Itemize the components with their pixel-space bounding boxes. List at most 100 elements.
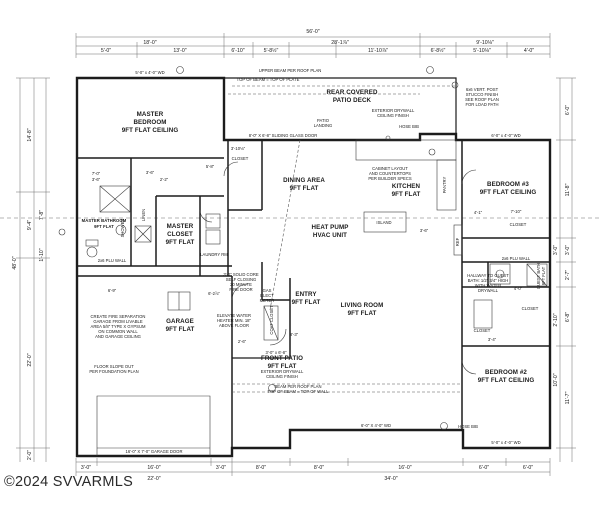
dim-right-seg-6: 11'-7": [565, 391, 571, 404]
dim-right-sub-3: 10'-0": [553, 373, 559, 386]
height-marker-7: 4'-1": [474, 210, 483, 215]
dim-bottom-seg-1: 22'-0": [147, 476, 160, 482]
dim-top-sub-6: 6'-8½": [431, 47, 446, 54]
hallway-note-2: BATH: 1/2" 3/4" HIGH: [468, 278, 509, 283]
window-living-note: 6'-0" X 4'-0" WD: [361, 423, 391, 428]
cabinet-note-2: AND COUNTERTOPS: [369, 171, 411, 176]
gas-meter-note-3: METER: [260, 298, 275, 303]
hose-bib-note-1: HOSE BIB: [399, 124, 419, 129]
closet-label-3: CLOSET: [522, 306, 539, 311]
entry-title: ENTRY: [295, 291, 317, 298]
garage-fire-note-4: ON COMMON WALL: [98, 329, 138, 334]
floor-slope-note-1: FLOOR SLOPE OUT: [94, 364, 134, 369]
garage-door-note: 16'-0" X 7'-0" GARAGE DOOR: [126, 449, 183, 454]
height-marker-3: 2'-2": [160, 177, 169, 182]
master-bedroom-subtitle: BEDROOM: [133, 119, 166, 126]
dim-top-sub-8: 4'-0": [524, 48, 534, 54]
top-plate-note: TOP OF BEAM = TOP OF PLATE: [237, 77, 300, 82]
island-label: ISLAND: [376, 220, 391, 225]
garage-fire-note-5: AND GARAGE CEILING: [95, 334, 141, 339]
dim-right-seg-1: 6'-0": [565, 105, 571, 115]
hallway-note-3: WITH WATER: [475, 283, 502, 288]
height-marker-14: 2'-6": [238, 339, 247, 344]
height-marker-6: 3'-10⅛": [231, 146, 246, 151]
front-patio-title: FRONT PATIO: [261, 355, 303, 362]
solid-core-note-1: 3'-0" SOLID CORE: [223, 272, 259, 277]
height-marker-5: 5'-8": [206, 164, 215, 169]
dim-top-sub-5: 11'-10⅞": [368, 48, 388, 54]
dim-top-sub-4: 5'-8½": [264, 47, 279, 54]
height-marker-10: 3'-4": [488, 337, 497, 342]
kitchen-ceiling: 9FT FLAT: [392, 191, 421, 198]
entry-ceiling: 9FT FLAT: [292, 299, 321, 306]
water-heater-note-1: ELEVATE WATER: [217, 313, 251, 318]
hallway-note-1: HALLWAY TO GUEST: [467, 273, 509, 278]
dim-left-seg-4: 2'-0": [27, 450, 33, 460]
garage-fire-note-2: GARAGE FROM LIVABLE: [93, 319, 142, 324]
dimension-labels: 56'-0" 18'-0" 28'-1⅞" 9'-10⅛" 5'-0" 13'-…: [12, 29, 571, 482]
dim-top-sub-3: 6'-10": [231, 48, 244, 54]
dim-top-seg-1: 18'-0": [143, 40, 156, 46]
patio-landing-note-1: PATIO: [317, 118, 330, 123]
height-marker-12: 6'-2⅞": [208, 291, 220, 296]
master-bath-ceiling: 9FT FLAT: [94, 224, 114, 229]
floor-slope-note-2: PER FOUNDATION PLAN: [89, 369, 138, 374]
coat-closet-label: COAT CLOSET: [269, 305, 274, 335]
dim-bottom-sub-2: 16'-0": [147, 465, 160, 471]
dim-top-seg-2: 28'-1⅞": [331, 40, 349, 46]
height-marker-8: 7'-10": [511, 209, 522, 214]
ref-label: REF: [455, 237, 460, 246]
rear-patio-title: REAR COVERED: [326, 89, 377, 96]
dim-left-total: 48'-0": [12, 256, 18, 269]
post-note-3: SEE ROOF PLAN: [465, 97, 499, 102]
dim-left-seg-2: 9'-4": [27, 220, 33, 230]
dimension-lines: [0, 33, 600, 476]
dim-left-sub-2: 1'-10": [39, 248, 45, 261]
dim-bottom-sub-5: 8'-0": [314, 465, 324, 471]
bedroom2-ceiling: 9FT FLAT CEILING: [478, 377, 535, 384]
dim-bottom-sub-4: 8'-0": [256, 465, 266, 471]
dim-bottom-sub-6: 16'-0": [398, 465, 411, 471]
exterior-drywall-note-2: CEILING FINISH: [377, 113, 409, 118]
copyright-watermark: ©2024 SVVARMLS: [4, 474, 134, 490]
garage-ceiling: 9FT FLAT: [166, 326, 195, 333]
dim-right-seg-4: 2'-7": [565, 270, 571, 280]
window-mb-note: 5'-0" x 4'-0" WD: [135, 70, 164, 75]
dim-left-sub-1: 7'-8": [39, 210, 45, 220]
gas-meter-note-2: ELECT: [260, 293, 274, 298]
dim-left-seg-1: 14'-8": [27, 128, 33, 141]
dim-bottom-seg-2: 34'-0": [384, 476, 397, 482]
water-heater-note-3: ABOVE FLOOR: [219, 323, 249, 328]
garage-fire-note-3: AREA 5/8" TYPE X GYPSUM: [91, 324, 146, 329]
height-marker-11: 6'-9": [108, 288, 117, 293]
gas-meter-note-1: GAS: [263, 288, 272, 293]
guest-wall-note: 2x6 PLU WALL: [502, 256, 531, 261]
dim-right-seg-5: 6'-8": [565, 312, 571, 322]
master-bedroom-title: MASTER: [137, 111, 164, 118]
solid-core-note-3: 20 MINUTE: [230, 282, 252, 287]
guest-bath-title: GUEST BATH: [536, 263, 541, 289]
closet-label-1: CLOSET: [232, 156, 249, 161]
height-marker-4: 3'-6": [146, 170, 155, 175]
closet-label-2: CLOSET: [510, 222, 527, 227]
front-drywall-note-1: EXTERIOR DRYWALL: [261, 369, 304, 374]
window-b2-note: 5'-0" x 4'-0" WD: [491, 440, 520, 445]
garage-title: GARAGE: [166, 318, 194, 325]
dining-ceiling: 9FT FLAT: [290, 185, 319, 192]
small-labels: LINEN LAUNDRY RM SHOWER ISLAND REF CLOSE…: [120, 156, 546, 335]
height-marker-9: 3'-6": [420, 228, 429, 233]
cabinet-note-1: CABINET LAYOUT: [372, 166, 408, 171]
height-marker-1: 7'-0": [92, 171, 101, 176]
heat-pump-subtitle: HVAC UNIT: [313, 232, 347, 239]
master-bedroom-ceiling: 9FT FLAT CEILING: [122, 127, 179, 134]
water-heater-note-2: HEATER MIN. 18": [217, 318, 251, 323]
dim-bottom-sub-1: 3'-0": [81, 465, 91, 471]
shower-label: SHOWER: [120, 219, 125, 238]
master-bath-title: MASTER BATHROOM: [82, 218, 127, 223]
laundry-label: LAUNDRY RM: [200, 252, 228, 257]
height-marker-2: 3'-6": [92, 177, 101, 182]
front-drywall-note-2: CEILING FINISH: [266, 374, 298, 379]
dim-top-sub-7: 5'-10⅛": [473, 48, 491, 54]
dim-bottom-sub-3: 3'-0": [216, 465, 226, 471]
